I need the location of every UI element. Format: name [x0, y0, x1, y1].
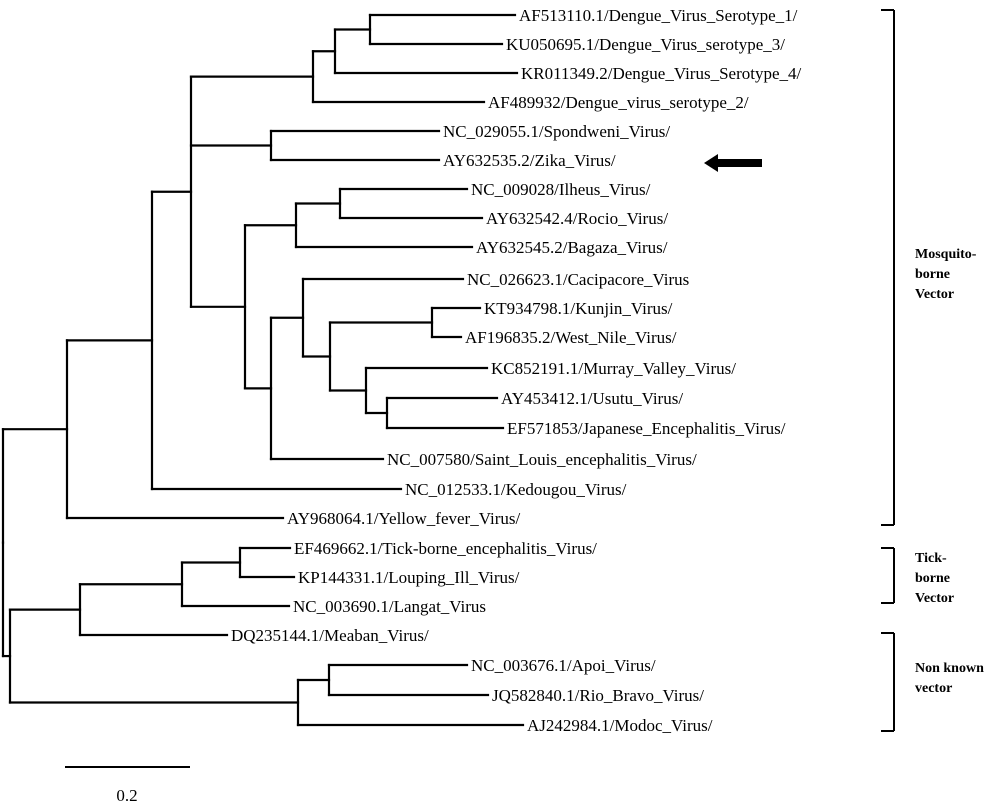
group-label-line: vector	[915, 681, 952, 696]
taxon-label: EF571853/Japanese_Encephalitis_Virus/	[507, 419, 786, 438]
taxon-label: NC_003690.1/Langat_Virus	[293, 597, 486, 616]
taxon-label: KP144331.1/Louping_Ill_Virus/	[298, 568, 520, 587]
taxon-label: NC_026623.1/Cacipacore_Virus	[467, 270, 689, 289]
taxon-label: KU050695.1/Dengue_Virus_serotype_3/	[506, 35, 785, 54]
taxon-label: NC_003676.1/Apoi_Virus/	[471, 656, 656, 675]
group-label-line: Vector	[915, 287, 954, 302]
taxon-label: KT934798.1/Kunjin_Virus/	[484, 299, 673, 318]
highlight-arrow-icon	[704, 154, 762, 172]
taxon-label: AY453412.1/Usutu_Virus/	[501, 389, 683, 408]
group-label-line: Vector	[915, 591, 954, 606]
taxon-label-highlighted: AY632535.2/Zika_Virus/	[443, 151, 616, 170]
taxon-label: KR011349.2/Dengue_Virus_Serotype_4/	[521, 64, 802, 83]
tree-branches	[1, 13, 525, 727]
taxon-label: AY968064.1/Yellow_fever_Virus/	[287, 509, 520, 528]
taxon-label: AF513110.1/Dengue_Virus_Serotype_1/	[519, 6, 798, 25]
taxon-label: AY632545.2/Bagaza_Virus/	[476, 238, 668, 257]
group-label-line: Mosquito-	[915, 247, 977, 262]
taxon-label: EF469662.1/Tick-borne_encephalitis_Virus…	[294, 539, 597, 558]
group-label-line: Tick-	[915, 551, 947, 566]
taxon-label: NC_029055.1/Spondweni_Virus/	[443, 122, 670, 141]
taxon-labels: AF513110.1/Dengue_Virus_Serotype_1/KU050…	[231, 6, 802, 735]
taxon-label: NC_012533.1/Kedougou_Virus/	[405, 480, 627, 499]
taxon-label: NC_009028/Ilheus_Virus/	[471, 180, 651, 199]
taxon-label: NC_007580/Saint_Louis_encephalitis_Virus…	[387, 450, 697, 469]
taxon-label: AF489932/Dengue_virus_serotype_2/	[488, 93, 749, 112]
taxon-label: AJ242984.1/Modoc_Virus/	[527, 716, 713, 735]
taxon-label: DQ235144.1/Meaban_Virus/	[231, 626, 429, 645]
scale-bar-label: 0.2	[116, 786, 137, 805]
scale-bar: 0.2	[65, 766, 190, 805]
taxon-label: JQ582840.1/Rio_Bravo_Virus/	[492, 686, 704, 705]
taxon-label: KC852191.1/Murray_Valley_Virus/	[491, 359, 736, 378]
group-label-line: borne	[915, 267, 950, 282]
taxon-label: AF196835.2/West_Nile_Virus/	[465, 328, 677, 347]
taxon-label: AY632542.4/Rocio_Virus/	[486, 209, 668, 228]
group-label: Non known vector	[915, 661, 984, 696]
group-label-line: borne	[915, 571, 950, 586]
group-label-line: Non known	[915, 661, 984, 676]
